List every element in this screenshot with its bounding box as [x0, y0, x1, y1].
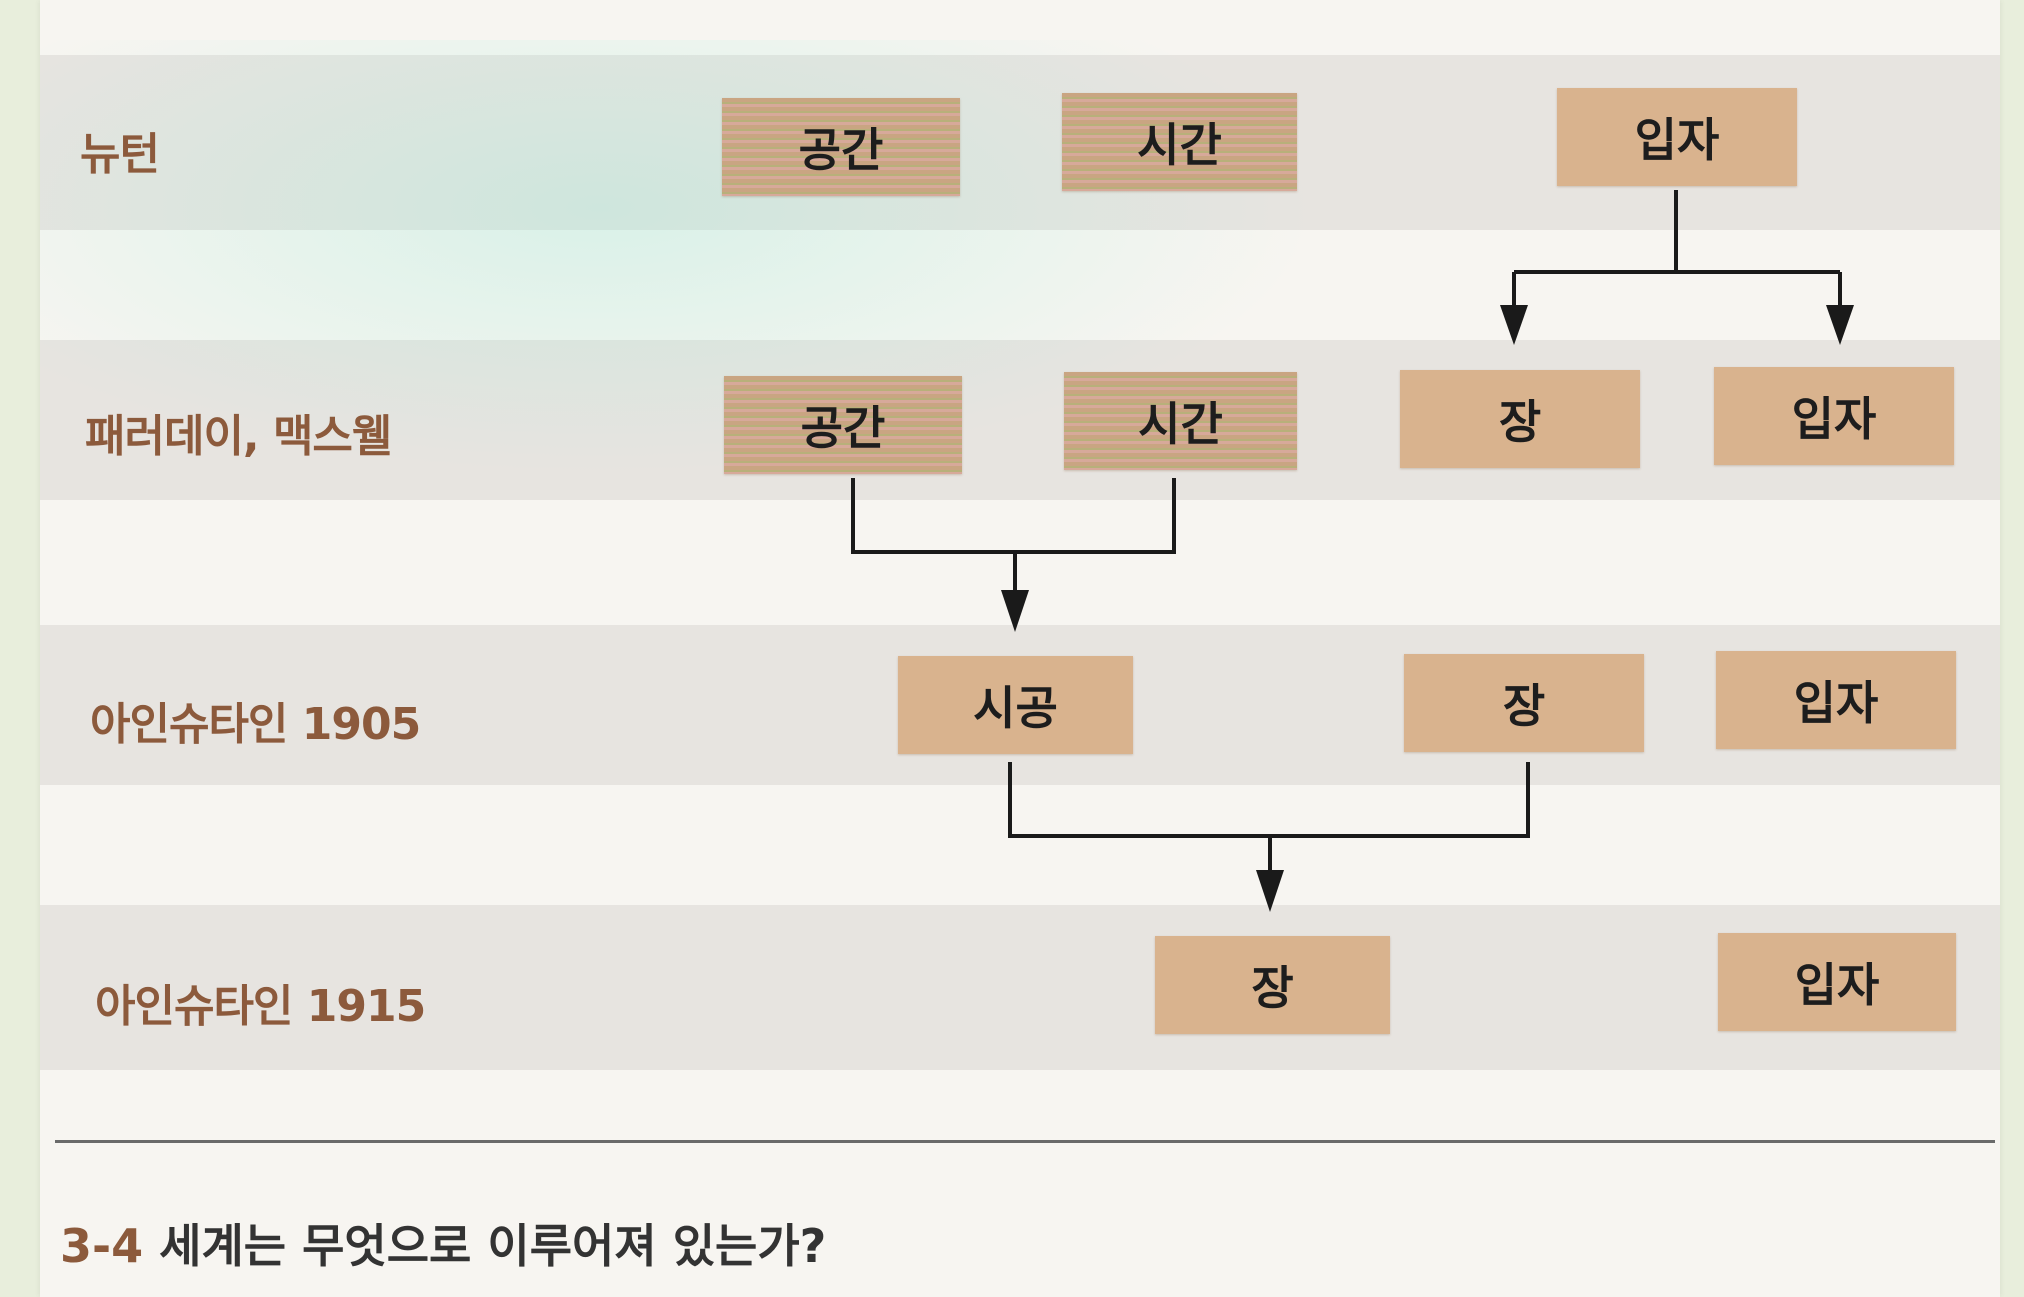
connector-spacetime-field-merge [1008, 762, 1530, 838]
box-einstein1915-field: 장 [1155, 936, 1390, 1034]
box-newton-particle: 입자 [1557, 88, 1797, 186]
box-faraday-particle: 입자 [1714, 367, 1954, 465]
box-faraday-field: 장 [1400, 370, 1640, 468]
box-einstein1905-spacetime: 시공 [898, 656, 1133, 754]
row-label-faraday-maxwell: 패러데이, 맥스웰 [85, 411, 392, 462]
band-faraday-maxwell [40, 340, 2000, 500]
arrowhead-to-field-1915 [1256, 870, 1284, 912]
box-faraday-time: 시간 [1064, 372, 1297, 470]
row-label-einstein-1915: 아인슈타인 1915 [95, 981, 426, 1032]
arrowhead-to-spacetime [1001, 590, 1029, 632]
box-einstein1915-particle: 입자 [1718, 933, 1956, 1031]
box-einstein1905-particle: 입자 [1716, 651, 1956, 749]
figure-caption: 3-4 세계는 무엇으로 이루어져 있는가? [60, 1210, 826, 1276]
box-newton-space: 공간 [722, 98, 960, 196]
band-einstein-1915 [40, 905, 2000, 1070]
box-faraday-space: 공간 [724, 376, 962, 474]
figure-caption-text: 세계는 무엇으로 이루어져 있는가? [159, 1219, 827, 1273]
row-label-einstein-1905: 아인슈타인 1905 [90, 699, 421, 750]
arrowhead-to-field-faraday [1500, 305, 1528, 345]
row-label-newton: 뉴턴 [80, 129, 160, 180]
box-einstein1905-field: 장 [1404, 654, 1644, 752]
arrowhead-to-particle-faraday [1826, 305, 1854, 345]
box-newton-time: 시간 [1062, 93, 1297, 191]
caption-divider [55, 1140, 1995, 1143]
connector-space-time-merge [851, 478, 1176, 554]
figure-number: 3-4 [60, 1219, 144, 1273]
